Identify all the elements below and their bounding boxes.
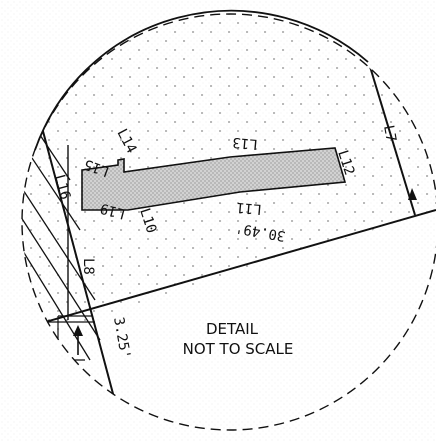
label-l19: L19 [98, 200, 127, 222]
label-l10: L10 [136, 206, 159, 235]
encroachment-shape [81, 147, 347, 211]
bottom-boundary-line [22, 209, 436, 336]
arrow-right-icon [408, 188, 417, 200]
distance-short-label: 3.25' [110, 316, 133, 360]
label-l12: L12 [334, 148, 357, 177]
right-boundary-line-l7 [367, 59, 416, 216]
detail-circle-arc [34, 9, 369, 151]
label-l13: L13 [232, 134, 259, 152]
arrow-icon [73, 325, 83, 355]
left-boundary-line [39, 119, 121, 421]
detail-note-title: DETAIL [206, 320, 259, 338]
label-l7: L7 [380, 124, 399, 143]
detail-circle [21, 13, 436, 431]
label-l16: L16 [51, 173, 73, 202]
label-l8: L8 [80, 258, 96, 275]
label-l11: L11 [236, 199, 263, 217]
detail-note-scale: NOT TO SCALE [183, 340, 294, 358]
